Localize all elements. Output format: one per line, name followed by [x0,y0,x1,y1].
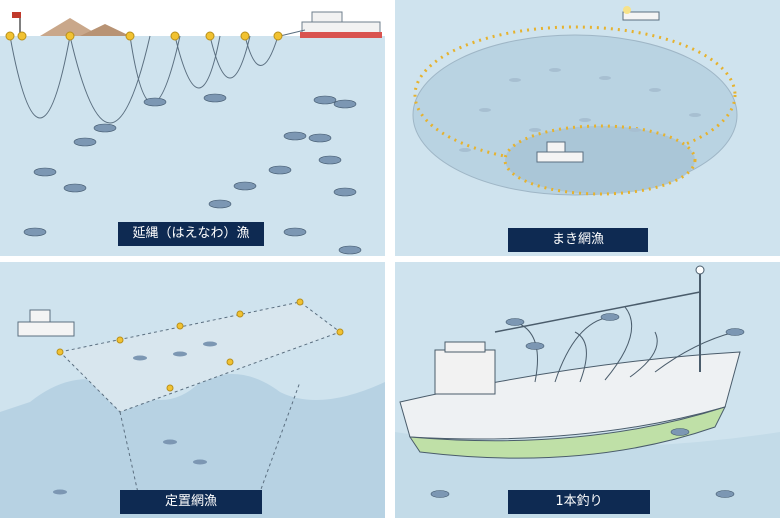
caption-purse-seine: まき網漁 [508,228,648,252]
longline-illustration [0,0,385,256]
panel-set-net: 定置網漁 [0,262,385,518]
purse-seine-illustration [395,0,780,256]
panel-pole-and-line: 1本釣り [395,262,780,518]
set-net-illustration [0,262,385,518]
caption-set-net: 定置網漁 [120,490,262,514]
panel-longline: 延縄（はえなわ）漁 [0,0,385,256]
panel-purse-seine: まき網漁 [395,0,780,256]
island-shape [40,18,100,36]
float-ring-outer [413,25,737,165]
caption-longline: 延縄（はえなわ）漁 [118,222,264,246]
caption-pole-and-line: 1本釣り [508,490,650,514]
ship-hull [399,351,741,440]
pole-and-line-illustration [395,262,780,518]
float-ring-inner [503,124,697,196]
